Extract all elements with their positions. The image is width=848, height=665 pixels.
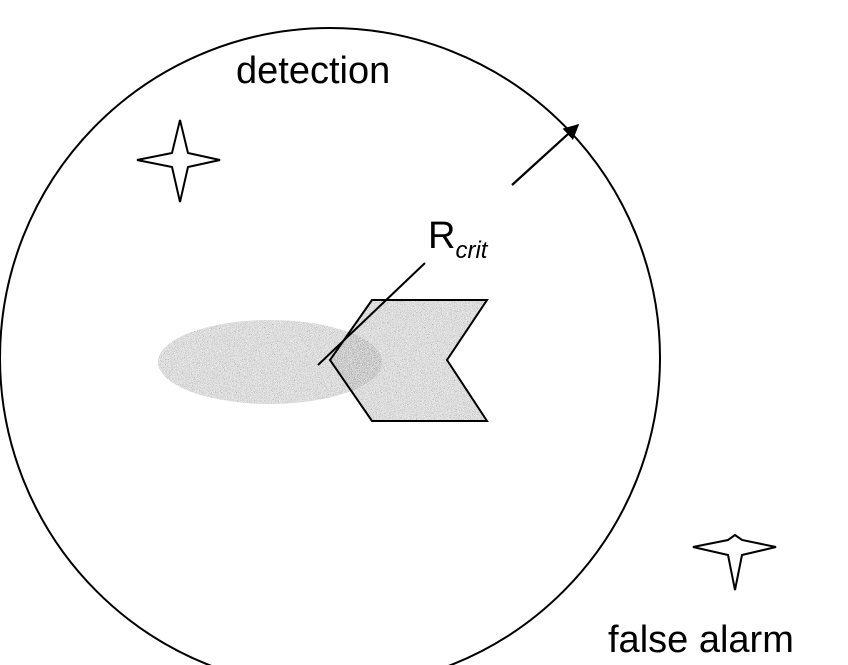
radius-label-main: R — [428, 215, 455, 257]
detection-label: detection — [236, 50, 390, 92]
radius-arrow — [511, 123, 580, 186]
four-point-star-icon — [136, 119, 221, 203]
false-alarm-label: false alarm — [608, 619, 794, 661]
radius-label: Rcrit — [428, 215, 489, 264]
false-alarm-star-icon — [692, 533, 777, 591]
detection-circle — [0, 27, 661, 665]
radius-label-subscript: crit — [455, 237, 488, 264]
target-missile — [158, 299, 489, 422]
radius-line-lower — [317, 262, 426, 366]
